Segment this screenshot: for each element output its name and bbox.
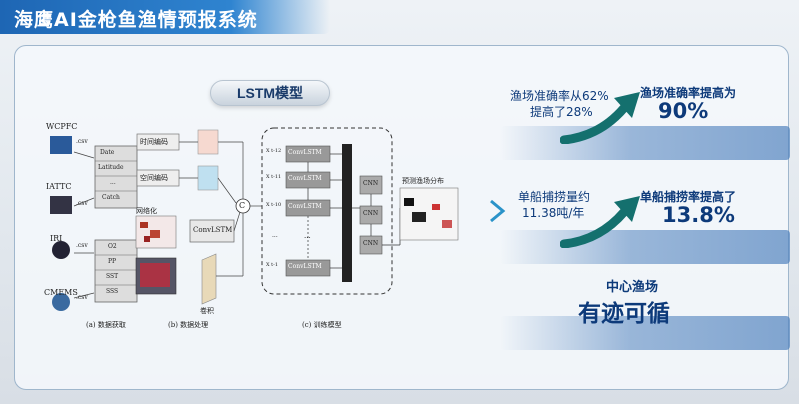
cmems-logo-icon: [52, 293, 70, 311]
iri-logo-icon: [52, 241, 70, 259]
convlstm-2: ConvLSTM: [288, 175, 322, 182]
stat2-value: 13.8%: [662, 203, 735, 227]
convlstm-1: ConvLSTM: [288, 149, 322, 156]
convlstm-4: ConvLSTM: [288, 263, 322, 270]
gridding-label: 网络化: [136, 207, 157, 215]
cnn-2: CNN: [363, 210, 379, 217]
cnn-1: CNN: [363, 180, 379, 187]
stat-band-3: [500, 316, 790, 350]
source-wcpfc: WCPFC: [46, 122, 78, 131]
field-catch: Catch: [102, 194, 120, 201]
field-pp: PP: [108, 258, 117, 265]
title-bar: 海鹰AI金枪鱼渔情预报系统: [0, 0, 330, 34]
concat-label: C: [239, 201, 246, 210]
forecast-label: 预测渔场分布: [402, 177, 444, 185]
caption-c: (c) 训练模型: [302, 321, 342, 329]
convlstm-b-label: ConvLSTM: [193, 226, 233, 234]
conv-label: 卷积: [200, 307, 214, 315]
field-sss: SSS: [106, 288, 119, 295]
feature-column: [342, 144, 352, 282]
stat1-value: 90%: [658, 99, 709, 123]
t-label-12: X t-12: [266, 148, 282, 154]
stat-band-1: [500, 126, 790, 160]
stat1-head: 渔场准确率提高为: [640, 86, 737, 100]
space-cube: [197, 165, 219, 191]
csv-label-4: .csv: [76, 294, 88, 301]
source-iattc: IATTC: [46, 182, 72, 191]
trend-arrow-icon-2: [560, 196, 640, 248]
time-encode-label: 时间编码: [140, 138, 168, 146]
iattc-logo-icon: [50, 196, 72, 214]
stat1-line1: 渔场准确率从62%: [510, 89, 609, 103]
trend-arrow-icon: [560, 92, 640, 144]
stat2-head: 单船捕捞率提高了: [640, 190, 737, 204]
source-cmems: CMEMS: [44, 288, 78, 297]
t-label-11: X t-11: [266, 174, 282, 180]
convlstm-ellipsis: ...: [304, 232, 311, 240]
csv-label-3: .csv: [76, 242, 88, 249]
stat3-value: 有迹可循: [578, 301, 670, 327]
t-label-ellipsis: ...: [272, 232, 278, 239]
caption-b: (b) 数据处理: [168, 321, 209, 329]
stat-band-2: [500, 230, 790, 264]
field-date: Date: [100, 149, 115, 156]
training-box: [261, 127, 393, 295]
chevron-right-icon: [490, 199, 506, 223]
field-sst: SST: [106, 273, 119, 280]
field-latitude: Latitude: [98, 164, 124, 171]
stat3-head: 中心渔场: [606, 280, 659, 295]
caption-a: (a) 数据获取: [86, 321, 126, 329]
stat1-line2: 提高了28%: [530, 105, 593, 119]
t-label-10: X t-10: [266, 202, 282, 208]
convlstm-3: ConvLSTM: [288, 203, 322, 210]
space-encode-label: 空间编码: [140, 174, 168, 182]
stat2-line1: 单船捕捞量约: [518, 190, 591, 204]
field-o2: O2: [108, 243, 117, 250]
fields-table-b: [94, 239, 138, 303]
csv-label-2: .csv: [76, 200, 88, 207]
source-iri: IRI: [50, 234, 63, 243]
conv-slab: [201, 253, 217, 305]
time-cube: [197, 129, 219, 155]
diagram-graphics: [50, 127, 459, 311]
field-ellipsis: ...: [110, 179, 116, 186]
page-title: 海鹰AI金枪鱼渔情预报系统: [14, 9, 258, 31]
cnn-3: CNN: [363, 240, 379, 247]
csv-label-1: .csv: [76, 138, 88, 145]
stat2-line2: 11.38吨/年: [522, 206, 585, 220]
forecast-map: [399, 187, 459, 241]
t-label-1: X t-1: [266, 262, 279, 268]
lstm-model-badge: LSTM模型: [210, 80, 330, 106]
model-diagram: WCPFC IATTC IRI CMEMS .csv .csv .csv .cs…: [40, 108, 480, 340]
wcpfc-logo-icon: [50, 136, 72, 154]
